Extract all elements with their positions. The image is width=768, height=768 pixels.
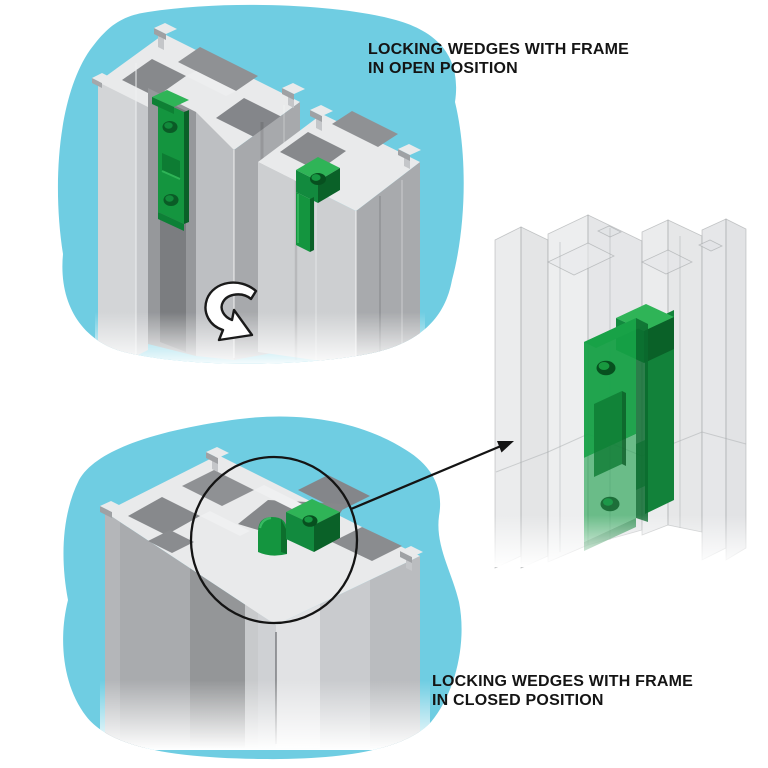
leader-arrow-icon — [350, 441, 514, 511]
open-position-caption: LOCKING WEDGES WITH FRAME IN OPEN POSITI… — [368, 41, 629, 77]
bottom-fade — [490, 515, 750, 567]
closed-position-scene — [63, 416, 462, 760]
detail-callout-circle — [189, 455, 359, 625]
profile-fin — [310, 105, 421, 169]
closed-position-caption: LOCKING WEDGES WITH FRAME IN CLOSED POSI… — [432, 673, 693, 709]
locking-wedges-engaged — [258, 499, 340, 556]
open-position-scene — [57, 4, 464, 364]
locking-wedge-keeper-open — [152, 90, 189, 231]
profile-fin — [92, 23, 305, 108]
wedge-detail-view — [490, 214, 750, 569]
profile-fin — [100, 447, 423, 571]
locking-wedge-hook-open — [296, 157, 340, 252]
bottom-fade — [100, 680, 430, 750]
rotation-arrow-icon — [204, 281, 258, 342]
